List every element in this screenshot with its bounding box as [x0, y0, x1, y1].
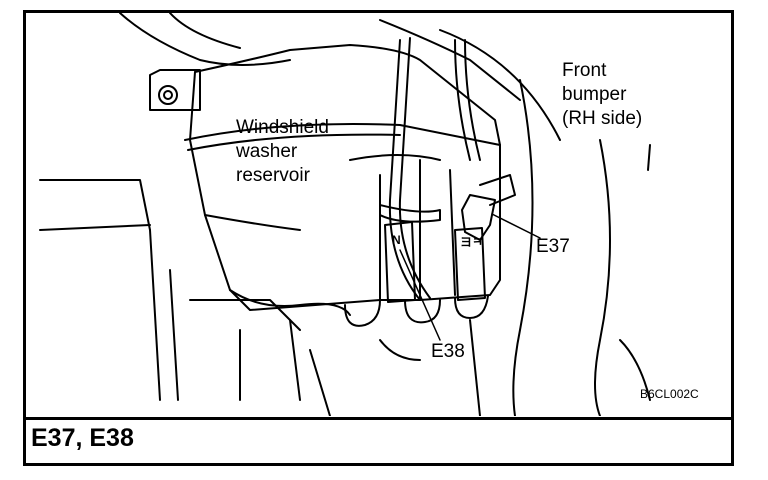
bumper-label-line1: Front	[562, 60, 607, 81]
e37-leader	[491, 213, 541, 239]
lower-rail	[309, 349, 331, 416]
reservoir-flange-2	[187, 133, 401, 151]
reservoir-seam	[204, 214, 301, 231]
reservoir-bottom-lobe	[344, 299, 381, 327]
motor-e38-body	[384, 221, 416, 303]
filler-hose-2	[398, 37, 431, 299]
figure-frame	[23, 10, 734, 466]
filler-hose	[388, 39, 421, 301]
lower-bracket-2	[289, 319, 301, 401]
bumper-tick	[647, 144, 651, 171]
e37-label: E37	[536, 236, 570, 257]
svg-text:N: N	[392, 233, 401, 247]
left-frame-line	[39, 179, 151, 231]
reservoir-front	[189, 71, 501, 311]
reservoir-flange	[184, 123, 501, 146]
lower-rail-2	[379, 339, 421, 361]
left-frame-line-2	[39, 224, 151, 231]
tank-shoulder	[349, 154, 441, 161]
reservoir-lower-left	[229, 289, 351, 316]
connector-e37-body	[461, 194, 496, 241]
reservoir-top	[194, 44, 501, 146]
hood-edge-inner	[169, 13, 241, 49]
upper-body-line	[379, 19, 521, 101]
svg-text:ヨㅋ: ヨㅋ	[460, 235, 483, 249]
reservoir-label-line3: reservoir	[236, 165, 310, 186]
left-pillar	[149, 229, 161, 401]
bumper-edge-2	[594, 139, 611, 416]
figure-code: B6CL002C	[640, 387, 699, 401]
reservoir-bottom-lobe-2	[404, 299, 441, 324]
fender-curve	[439, 29, 561, 141]
reservoir-bottom-lobe-3	[454, 295, 489, 319]
bumper-label-line2: bumper	[562, 84, 627, 105]
reservoir-label-line2: washer	[236, 141, 298, 162]
tank-ridge-3	[449, 169, 456, 296]
connector-e37-plug	[479, 174, 516, 206]
e38-leader	[399, 249, 441, 341]
lower-rail-3	[469, 319, 481, 416]
bumper-label-line3: (RH side)	[562, 108, 643, 129]
caption-divider	[23, 417, 734, 420]
mounting-bolt	[158, 85, 178, 105]
mounting-tab	[149, 69, 201, 111]
hood-edge	[119, 13, 291, 66]
bumper-edge	[512, 79, 534, 416]
left-pillar-2	[169, 269, 179, 401]
upper-hose-2	[464, 39, 481, 161]
e38-label: E38	[431, 341, 465, 362]
motor-e37-body	[454, 227, 486, 301]
figure-caption: E37, E38	[31, 424, 134, 452]
reservoir-label-line1: Windshield	[236, 117, 329, 138]
bumper-curve	[619, 339, 651, 401]
upper-hose	[454, 39, 471, 161]
